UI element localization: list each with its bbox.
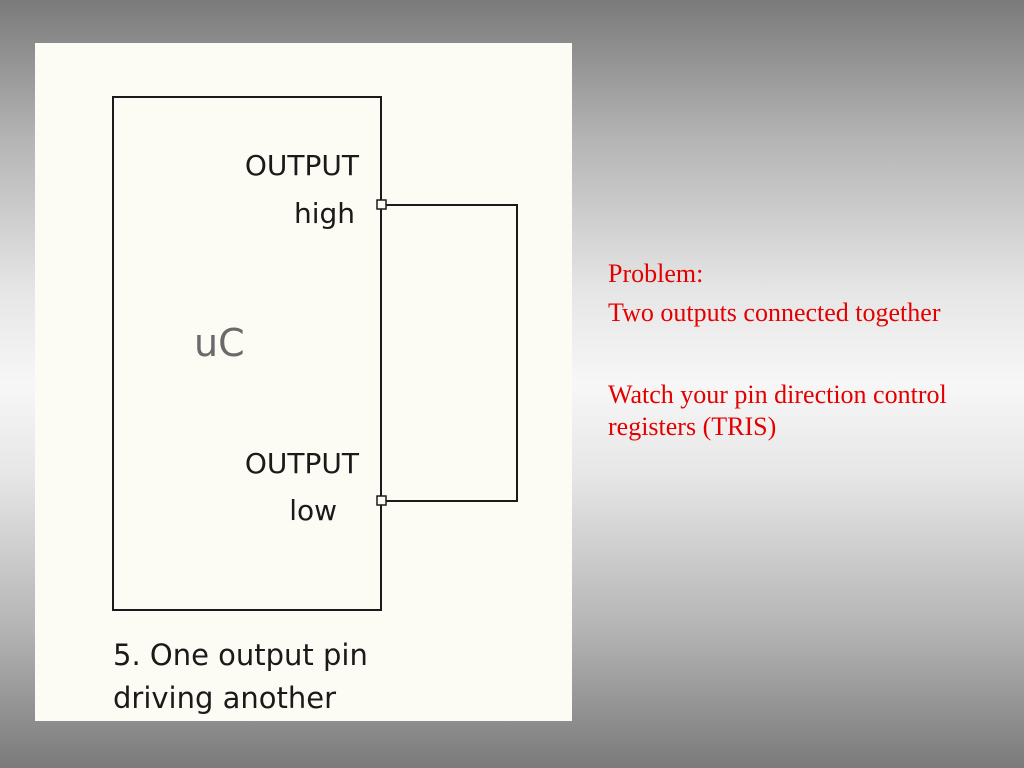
pin-low-label-line1: OUTPUT: [245, 447, 360, 480]
pin-low-terminal: [376, 495, 387, 506]
shorting-wire: [386, 204, 518, 502]
pin-high-label-line1: OUTPUT: [245, 149, 360, 182]
advice-text: Watch your pin direction control registe…: [608, 380, 947, 441]
microcontroller-box: [112, 96, 382, 611]
pin-high-label-line2: high: [294, 197, 355, 230]
pin-high-terminal: [376, 199, 387, 210]
problem-description: Two outputs connected together: [608, 298, 941, 327]
notes-text-block: Problem: Two outputs connected together …: [608, 258, 1008, 443]
circuit-diagram: uC OUTPUT high OUTPUT low 5. One output …: [112, 96, 518, 715]
diagram-caption-line2: driving another: [113, 681, 336, 715]
problem-heading: Problem:: [608, 259, 704, 288]
diagram-panel: uC OUTPUT high OUTPUT low 5. One output …: [35, 43, 572, 721]
pin-low-label-line2: low: [289, 494, 337, 527]
diagram-caption-line1: 5. One output pin: [113, 638, 368, 672]
chip-label: uC: [194, 321, 245, 365]
